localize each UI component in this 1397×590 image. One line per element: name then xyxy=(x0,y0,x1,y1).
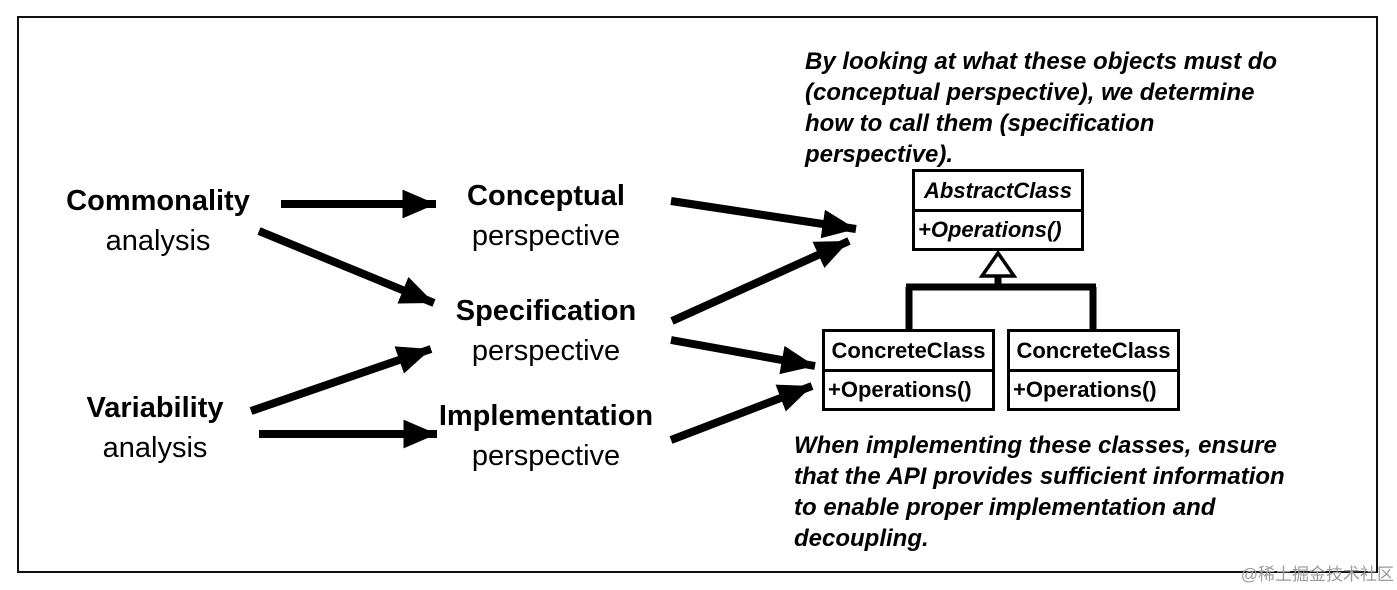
annotation-top-line: (conceptual perspective), we determine xyxy=(805,79,1255,106)
annotation-bottom-line: When implementing these classes, ensure xyxy=(794,432,1277,459)
conceptual-title: Conceptual xyxy=(467,180,625,212)
variability-subtitle: analysis xyxy=(102,432,208,464)
variability-title: Variability xyxy=(86,392,224,424)
concreteclass-left-operations: +Operations() xyxy=(828,377,972,402)
abstractclass-name: AbstractClass xyxy=(915,172,1081,212)
annotation-top-line: perspective). xyxy=(805,141,954,168)
implementation-title: Implementation xyxy=(438,400,654,432)
concreteclass-left-name: ConcreteClass xyxy=(825,332,992,372)
annotation-top-line: By looking at what these objects must do xyxy=(805,48,1278,75)
uml-class-concreteclass-right: ConcreteClass +Operations() xyxy=(1007,329,1180,411)
label-conceptual-perspective: Conceptual perspective xyxy=(414,176,678,256)
specification-subtitle: perspective xyxy=(471,335,621,367)
annotation-top-line: how to call them (specification xyxy=(805,110,1155,137)
annotation-bottom: When implementing these classes, ensure … xyxy=(794,430,1285,554)
annotation-top: By looking at what these objects must do… xyxy=(805,46,1277,170)
arrow-commonality-to-specification xyxy=(257,227,436,307)
label-specification-perspective: Specification perspective xyxy=(414,291,678,371)
implementation-subtitle: perspective xyxy=(471,440,621,472)
label-variability-analysis: Variability analysis xyxy=(35,388,275,468)
specification-title: Specification xyxy=(455,295,637,327)
arrow-conceptual-to-abstractclass xyxy=(670,197,857,239)
conceptual-subtitle: perspective xyxy=(471,220,621,252)
concreteclass-right-name: ConcreteClass xyxy=(1010,332,1177,372)
commonality-title: Commonality xyxy=(66,185,250,217)
diagram-border xyxy=(17,16,1378,573)
watermark: @稀土掘金技术社区 xyxy=(1240,565,1394,584)
annotation-bottom-line: that the API provides sufficient informa… xyxy=(794,463,1285,490)
arrow-specification-to-abstractclass xyxy=(670,237,851,325)
concreteclass-right-operations: +Operations() xyxy=(1013,377,1157,402)
annotation-bottom-line: to enable proper implementation and xyxy=(794,494,1216,521)
label-commonality-analysis: Commonality analysis xyxy=(38,181,278,261)
label-implementation-perspective: Implementation perspective xyxy=(414,396,678,476)
uml-class-abstractclass: AbstractClass +Operations() xyxy=(912,169,1084,251)
annotation-bottom-line: decoupling. xyxy=(794,525,929,552)
arrow-implementation-to-concreteclass xyxy=(669,382,814,444)
abstractclass-operations: +Operations() xyxy=(918,217,1062,242)
generalization-triangle-icon xyxy=(978,249,1018,278)
arrow-variability-to-specification xyxy=(249,345,433,415)
commonality-subtitle: analysis xyxy=(105,225,211,257)
uml-class-concreteclass-left: ConcreteClass +Operations() xyxy=(822,329,995,411)
arrow-specification-to-concreteclass xyxy=(670,336,816,375)
